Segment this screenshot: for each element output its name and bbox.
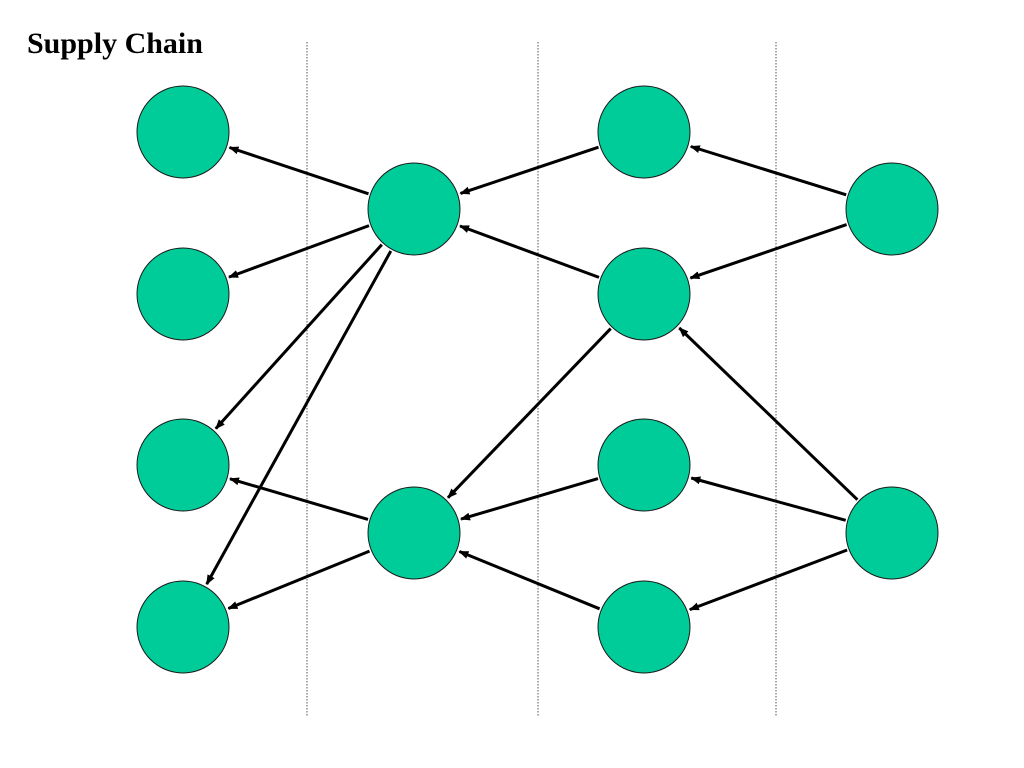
arrow-t3a-to-t2a: [459, 145, 599, 195]
arrow-t4b-to-t3c: [690, 476, 847, 522]
arrow-t4b-to-t3b: [678, 326, 859, 501]
tier-dividers: [306, 42, 777, 716]
arrow-t4a-to-t3b: [689, 223, 848, 280]
node-t3b: [597, 247, 691, 341]
node-t2a: [367, 162, 461, 256]
node-t4b: [845, 486, 939, 580]
node-t4a: [845, 162, 939, 256]
arrow-t3c-to-t2b: [460, 477, 599, 521]
arrow-t3b-to-t2a: [459, 224, 600, 279]
node-t1a: [136, 85, 230, 179]
node-t3d: [597, 580, 691, 674]
arrow-t4b-to-t3d: [688, 548, 848, 612]
arrow-t2b-to-t1d: [227, 549, 371, 610]
slide-title: Supply Chain: [27, 27, 203, 60]
arrow-t4a-to-t3a: [689, 145, 847, 197]
flow-arrows: [205, 145, 859, 612]
arrow-t3d-to-t2b: [458, 550, 601, 611]
node-t1b: [136, 247, 230, 341]
arrow-t2a-to-t1a: [228, 146, 369, 196]
arrow-t2a-to-t1d: [205, 250, 393, 585]
arrow-t3b-to-t2b: [446, 327, 612, 499]
node-t1c: [136, 418, 230, 512]
node-t3a: [597, 85, 691, 179]
node-t1d: [136, 580, 230, 674]
node-t2b: [367, 486, 461, 580]
node-t3c: [597, 418, 691, 512]
arrow-t2b-to-t1c: [229, 477, 369, 521]
arrow-t2a-to-t1c: [214, 243, 383, 430]
supply-nodes: [136, 85, 939, 674]
arrow-t2a-to-t1b: [228, 224, 370, 279]
